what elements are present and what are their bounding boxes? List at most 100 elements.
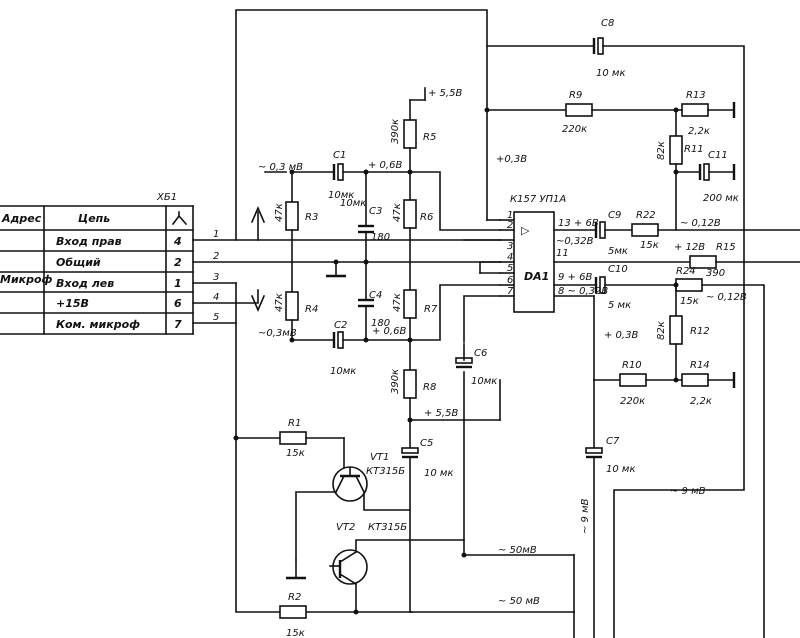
capacitor-ref: C7 (606, 436, 620, 447)
capacitor-ref: C2 (334, 320, 347, 331)
resistor-value: 2,2к (690, 396, 712, 407)
label-voltage: 13 + 6В (558, 218, 599, 229)
pin-number: 4 (173, 235, 182, 248)
capacitor-ref: C6 (474, 348, 487, 359)
pin-number: 7 (174, 318, 182, 331)
resistor-r3 (285, 201, 299, 231)
resistor-r9 (565, 103, 593, 117)
resistor-ref: R10 (622, 360, 642, 371)
label-voltage: ~ 0,12В (706, 292, 747, 303)
label-voltage: ~ 9 мВ (580, 498, 591, 534)
pin-number: 2 (174, 256, 182, 269)
resistor-ref: R2 (288, 592, 301, 603)
label-voltage: ~ 50мВ (498, 545, 537, 556)
resistor-ref: R8 (423, 382, 436, 393)
label-voltage: 9 + 6В (558, 272, 592, 283)
connector-id: XБ1 (156, 192, 177, 203)
resistor-r11 (669, 135, 683, 165)
resistor-r13 (681, 103, 709, 117)
socket-symbol-icon (171, 211, 188, 226)
transistor-ref: VT2 (336, 522, 355, 533)
capacitor-ref: C8 (601, 18, 614, 29)
resistor-value: 2,2к (688, 126, 710, 137)
wire-number: 3 (213, 272, 219, 283)
resistor-ref: R14 (690, 360, 710, 371)
wire-number: 4 (213, 292, 219, 303)
resistor-value: 82к (656, 141, 667, 160)
capacitor-value: 200 мк (703, 193, 739, 204)
label-voltage: + 5,5В (428, 88, 462, 99)
ic-pin: 6 (507, 275, 513, 286)
ic-pin: 3 (507, 241, 513, 252)
header-circuit: Цепь (78, 212, 110, 225)
resistor-ref: R3 (305, 212, 318, 223)
header-address: Адрес (1, 212, 42, 225)
label-voltage: + 0,6В (372, 326, 406, 337)
resistor-r5 (403, 119, 417, 149)
wire-number: 1 (213, 229, 219, 240)
row-label: +15В (56, 297, 89, 310)
resistor-value: 47к (274, 203, 285, 222)
capacitor-value: 10 мк (606, 464, 636, 475)
label-voltage: + 12В (674, 242, 705, 253)
label-voltage: ~ 0,3 мВ (258, 162, 303, 173)
resistor-value: 15к (680, 296, 699, 307)
resistor-ref: R22 (636, 210, 656, 221)
resistor-ref: R5 (423, 132, 436, 143)
resistor-r12 (669, 315, 683, 345)
resistor-value: 390 (706, 268, 725, 279)
row-label: Ком. микроф (56, 318, 140, 331)
transistor-type: КТ315Б (366, 466, 405, 477)
transistor-type: КТ315Б (368, 522, 407, 533)
resistor-r24 (675, 278, 703, 292)
label-voltage: ~ 9 мВ (670, 486, 706, 497)
label-voltage: +0,3В (496, 154, 527, 165)
resistor-value: 390к (390, 369, 401, 394)
capacitor-ref: C11 (708, 150, 728, 161)
label-voltage: + 5,5В (424, 408, 458, 419)
resistor-value: 82к (656, 321, 667, 340)
ic-symbol: ▷ (521, 224, 530, 237)
resistor-ref: R24 (676, 266, 696, 277)
ic-pin: 5 (507, 263, 513, 274)
resistor-value: 47к (392, 203, 403, 222)
address-mic: Микроф (0, 273, 53, 286)
capacitor-value: 5мк (608, 246, 628, 257)
resistor-r10 (619, 373, 647, 387)
ic-pin: 4 (507, 252, 513, 263)
ic-type: К157 УП1А (510, 194, 566, 205)
capacitor-value: 10 мк (424, 468, 454, 479)
capacitor-value: 5 мк (608, 300, 631, 311)
connector-xb1: XБ1 Адрес Цепь Микроф Вход прав Общий Вх… (0, 192, 194, 335)
resistor-value: 390к (390, 119, 401, 144)
transistor-ref: VT1 (370, 452, 389, 463)
pin-number: 1 (174, 277, 182, 290)
resistor-ref: R12 (690, 326, 710, 337)
resistor-r2 (279, 605, 307, 619)
ic-pin: 7 (507, 286, 514, 297)
label-voltage: + 0,6В (368, 160, 402, 171)
resistor-r1 (279, 431, 307, 445)
resistor-r6 (403, 199, 417, 229)
capacitor-value: 180 (371, 232, 390, 243)
capacitor-value: 10мк (330, 366, 356, 377)
label-voltage: + 0,3В (604, 330, 638, 341)
row-label: Общий (56, 256, 101, 269)
resistor-value: 220к (562, 124, 587, 135)
resistor-value: 220к (620, 396, 645, 407)
resistor-value: 15к (640, 240, 659, 251)
row-label: Вход прав (56, 235, 122, 248)
ic-pin: 2 (507, 220, 513, 231)
capacitor-c7 (585, 447, 603, 454)
resistor-ref: R11 (684, 144, 704, 155)
signal-arrow-icon (250, 294, 266, 313)
capacitor-ref: C9 (608, 210, 621, 221)
pin-label: 11 (556, 248, 569, 259)
resistor-r8 (403, 369, 417, 399)
resistor-value: 47к (392, 293, 403, 312)
capacitor-value: 10мк (328, 190, 354, 201)
wire-number: 5 (213, 312, 219, 323)
capacitor-ref: C1 (333, 150, 346, 161)
capacitor-ref: C3 (369, 206, 382, 217)
